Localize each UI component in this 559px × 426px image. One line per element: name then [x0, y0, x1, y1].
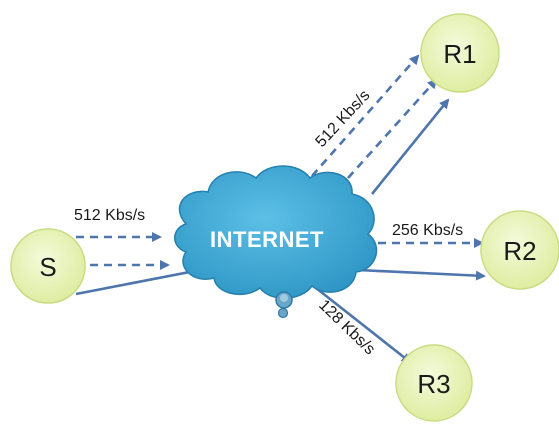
node-r3: R3: [395, 344, 473, 422]
edge-internet-r1-dashed-2: [347, 78, 438, 179]
edge-s-internet-solid: [75, 266, 202, 296]
node-r1-label: R1: [443, 39, 476, 69]
node-s-circle: [10, 228, 86, 304]
edge-internet-r1-solid: [370, 98, 450, 195]
node-r3-label: R3: [417, 369, 450, 399]
node-r3-circle: [395, 344, 473, 422]
cloud-tail-bubble-small: [277, 307, 289, 319]
node-r2-circle: [480, 210, 559, 290]
cloud-label: INTERNET: [210, 227, 324, 252]
node-r1-circle: [420, 13, 500, 93]
node-r2-label: R2: [503, 236, 536, 266]
rate-label-r2: 256 Kbs/s: [392, 222, 463, 239]
edge-internet-r2-solid: [357, 268, 486, 281]
node-r1: R1: [420, 13, 500, 93]
edge-internet-r1-dashed-1: [311, 54, 420, 177]
edge-internet-r3-solid: [315, 286, 412, 364]
internet-cloud: INTERNET: [174, 165, 378, 319]
rate-label-r3: 128 Kbs/s: [315, 297, 378, 359]
rate-label-source: 512 Kbs/s: [74, 207, 145, 224]
node-s-label: S: [39, 252, 56, 282]
cloud-tail-bubble-inner: [280, 294, 288, 302]
node-s: S: [10, 228, 86, 304]
cloud-shape: [174, 165, 378, 299]
node-r2: R2: [480, 210, 559, 290]
